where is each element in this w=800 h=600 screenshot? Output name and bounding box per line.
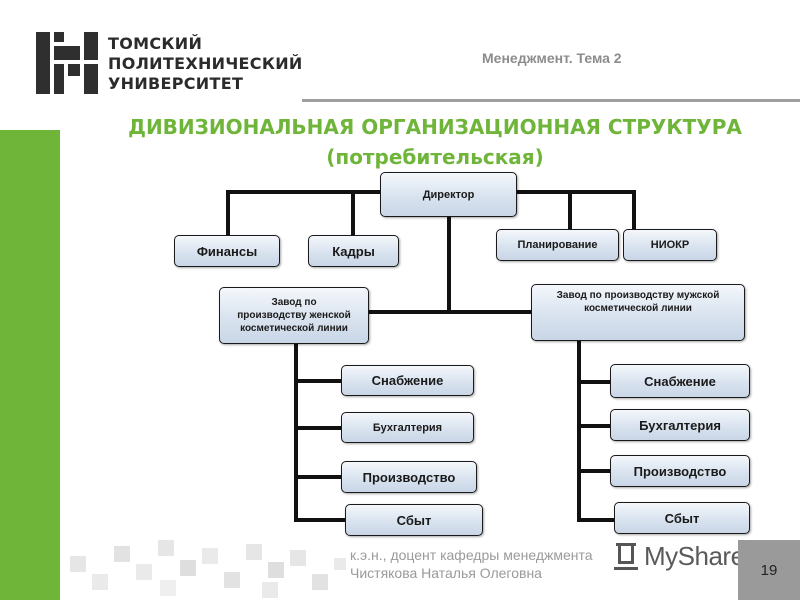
left-dept-accounting-box: Бухгалтерия — [341, 412, 474, 443]
university-name-line: УНИВЕРСИТЕТ — [108, 74, 244, 93]
dept-label: Бухгалтерия — [372, 421, 443, 434]
left-dept-supply-box: Снабжение — [341, 365, 474, 396]
connector-left-branch — [294, 426, 342, 430]
connector-director-down — [447, 216, 451, 312]
slide-title-line: ДИВИЗИОНАЛЬНАЯ ОРГАНИЗАЦИОННАЯ СТРУКТУРА — [128, 115, 742, 139]
page-number-label: 19 — [760, 562, 778, 579]
director-box: Директор — [380, 172, 517, 217]
dept-label: Снабжение — [644, 373, 716, 389]
university-logo-icon — [36, 32, 98, 94]
connector-right-branch — [577, 469, 611, 473]
plant-men-label: Завод по производству мужской — [556, 290, 720, 301]
green-side-bar — [0, 130, 60, 600]
connector-left-branch — [294, 518, 346, 522]
right-dept-accounting-box: Бухгалтерия — [610, 409, 750, 441]
connector-planning — [568, 190, 572, 232]
plant-women-box: Завод по производству женской косметичес… — [219, 287, 369, 344]
plant-women-label: Завод по — [271, 297, 317, 308]
connector-finance — [226, 190, 230, 238]
planning-label: Планирование — [517, 239, 598, 251]
university-name-line: ТОМСКИЙ — [108, 34, 203, 53]
dept-label: Производство — [362, 469, 456, 485]
dept-label: Сбыт — [396, 512, 432, 528]
plant-women-label: косметической линии — [240, 323, 348, 334]
hr-box: Кадры — [308, 235, 399, 267]
plant-women-label: производству женской — [237, 310, 351, 321]
connector-niokr — [632, 190, 636, 232]
connector-hr — [351, 190, 355, 238]
header-divider — [302, 99, 800, 102]
university-name: ТОМСКИЙ ПОЛИТЕХНИЧЕСКИЙ УНИВЕРСИТЕТ — [108, 34, 303, 94]
right-dept-sales-box: Сбыт — [614, 502, 750, 534]
right-dept-production-box: Производство — [610, 455, 750, 487]
connector-right-branch — [577, 424, 611, 428]
hr-label: Кадры — [332, 243, 375, 259]
slide-title: ДИВИЗИОНАЛЬНАЯ ОРГАНИЗАЦИОННАЯ СТРУКТУРА… — [90, 112, 780, 172]
slide-subtitle: (потребительская) — [326, 145, 544, 169]
university-name-line: ПОЛИТЕХНИЧЕСКИЙ — [108, 54, 303, 73]
watermark: MyShared — [614, 538, 759, 574]
plant-men-box: Завод по производству мужской косметичес… — [531, 284, 745, 341]
dept-label: Бухгалтерия — [639, 417, 721, 433]
watermark-icon — [614, 541, 638, 571]
director-label: Директор — [422, 189, 475, 201]
left-dept-sales-box: Сбыт — [345, 504, 483, 536]
finance-box: Финансы — [174, 235, 280, 267]
connector-right-branch — [577, 518, 615, 522]
connector-left-branch — [294, 475, 342, 479]
finance-label: Финансы — [196, 243, 258, 259]
dept-label: Снабжение — [371, 373, 444, 388]
author-info: к.э.н., доцент кафедры менеджмента Чистя… — [350, 546, 628, 582]
connector-right-trunk — [577, 340, 581, 522]
dept-label: Сбыт — [664, 510, 700, 526]
right-dept-supply-box: Снабжение — [610, 364, 750, 398]
connector-left-trunk — [294, 344, 298, 522]
left-dept-production-box: Производство — [341, 461, 477, 493]
niokr-label: НИОКР — [650, 239, 690, 251]
planning-box: Планирование — [496, 229, 619, 261]
author-line: к.э.н., доцент кафедры менеджмента — [350, 547, 593, 563]
page-number: 19 — [738, 540, 800, 600]
connector-plants-bar — [368, 310, 534, 314]
author-line: Чистякова Наталья Олеговна — [350, 565, 542, 581]
connector-right-branch — [577, 380, 611, 384]
connector-left-branch — [294, 379, 342, 383]
topic-header: Менеджмент. Тема 2 — [482, 50, 622, 66]
plant-men-label: косметической линии — [584, 303, 692, 314]
niokr-box: НИОКР — [623, 229, 717, 261]
dept-label: Производство — [633, 463, 727, 479]
